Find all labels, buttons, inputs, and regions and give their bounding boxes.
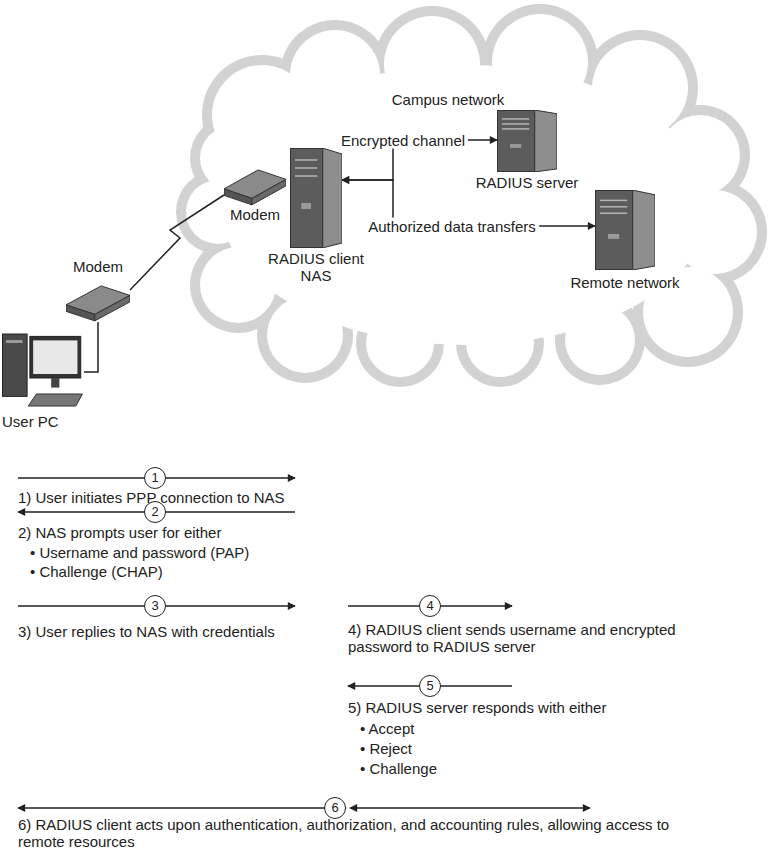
- node-label: RADIUS client NAS: [261, 250, 371, 284]
- cloud-body: [186, 14, 757, 377]
- radius-server: Campus networkRADIUS server: [497, 110, 557, 172]
- step-text: 5) RADIUS server responds with either: [348, 699, 668, 716]
- step-text: 2) NAS prompts user for either: [18, 524, 318, 541]
- edge-label: Encrypted channel: [338, 132, 468, 149]
- nas-server: RADIUS client NAS: [290, 148, 342, 248]
- node-label: Modem: [61, 258, 135, 275]
- callout-number: 2: [151, 504, 158, 519]
- pc-icon: [3, 334, 83, 406]
- step-text: 6) RADIUS client acts upon authenticatio…: [18, 816, 678, 850]
- step-text: • Reject: [360, 740, 560, 757]
- callout-number: 6: [331, 800, 338, 815]
- step-text: • Username and password (PAP): [30, 544, 330, 561]
- node-label: Campus network: [383, 91, 513, 108]
- step-text: 4) RADIUS client sends username and encr…: [348, 621, 718, 655]
- cloud-rim: [176, 4, 767, 387]
- user-pc: User PC: [2, 330, 84, 410]
- server-icon: [498, 110, 558, 172]
- modem-icon: [66, 286, 130, 321]
- modem: Modem: [66, 284, 130, 322]
- node-label: RADIUS server: [467, 174, 587, 191]
- step-text: 1) User initiates PPP connection to NAS: [18, 489, 418, 506]
- node-label: User PC: [2, 413, 92, 430]
- icon-svg: [595, 190, 655, 270]
- modem: Modem: [224, 168, 286, 206]
- step-text: • Challenge (CHAP): [30, 563, 330, 580]
- icon-svg: [66, 284, 130, 322]
- step-arrow: [350, 807, 590, 809]
- callout-number: 4: [426, 598, 433, 613]
- icon-svg: [497, 110, 557, 172]
- icon-svg: [290, 148, 342, 248]
- step-number: 4: [419, 595, 441, 617]
- step-arrow: [18, 807, 346, 809]
- callout-number: 3: [151, 598, 158, 613]
- step-text: • Accept: [360, 720, 560, 737]
- step-number: 5: [419, 675, 441, 697]
- step-number: 3: [144, 595, 166, 617]
- remote-server: Remote network: [595, 190, 655, 270]
- modem-icon: [224, 170, 286, 205]
- icon-svg: [2, 330, 84, 410]
- step-number: 1: [144, 467, 166, 489]
- callout-number: 1: [151, 470, 158, 485]
- connector: [84, 322, 98, 372]
- server-icon: [291, 148, 343, 248]
- step-text: • Challenge: [360, 760, 560, 777]
- step-text: 3) User replies to NAS with credentials: [18, 623, 338, 640]
- icon-svg: [224, 168, 286, 206]
- edge-label: Authorized data transfers: [365, 218, 539, 235]
- node-label: Remote network: [560, 274, 690, 291]
- server-icon: [596, 190, 656, 270]
- callout-number: 5: [426, 678, 433, 693]
- node-label: Modem: [220, 206, 290, 223]
- connector: [130, 195, 224, 290]
- step-number: 6: [324, 797, 346, 819]
